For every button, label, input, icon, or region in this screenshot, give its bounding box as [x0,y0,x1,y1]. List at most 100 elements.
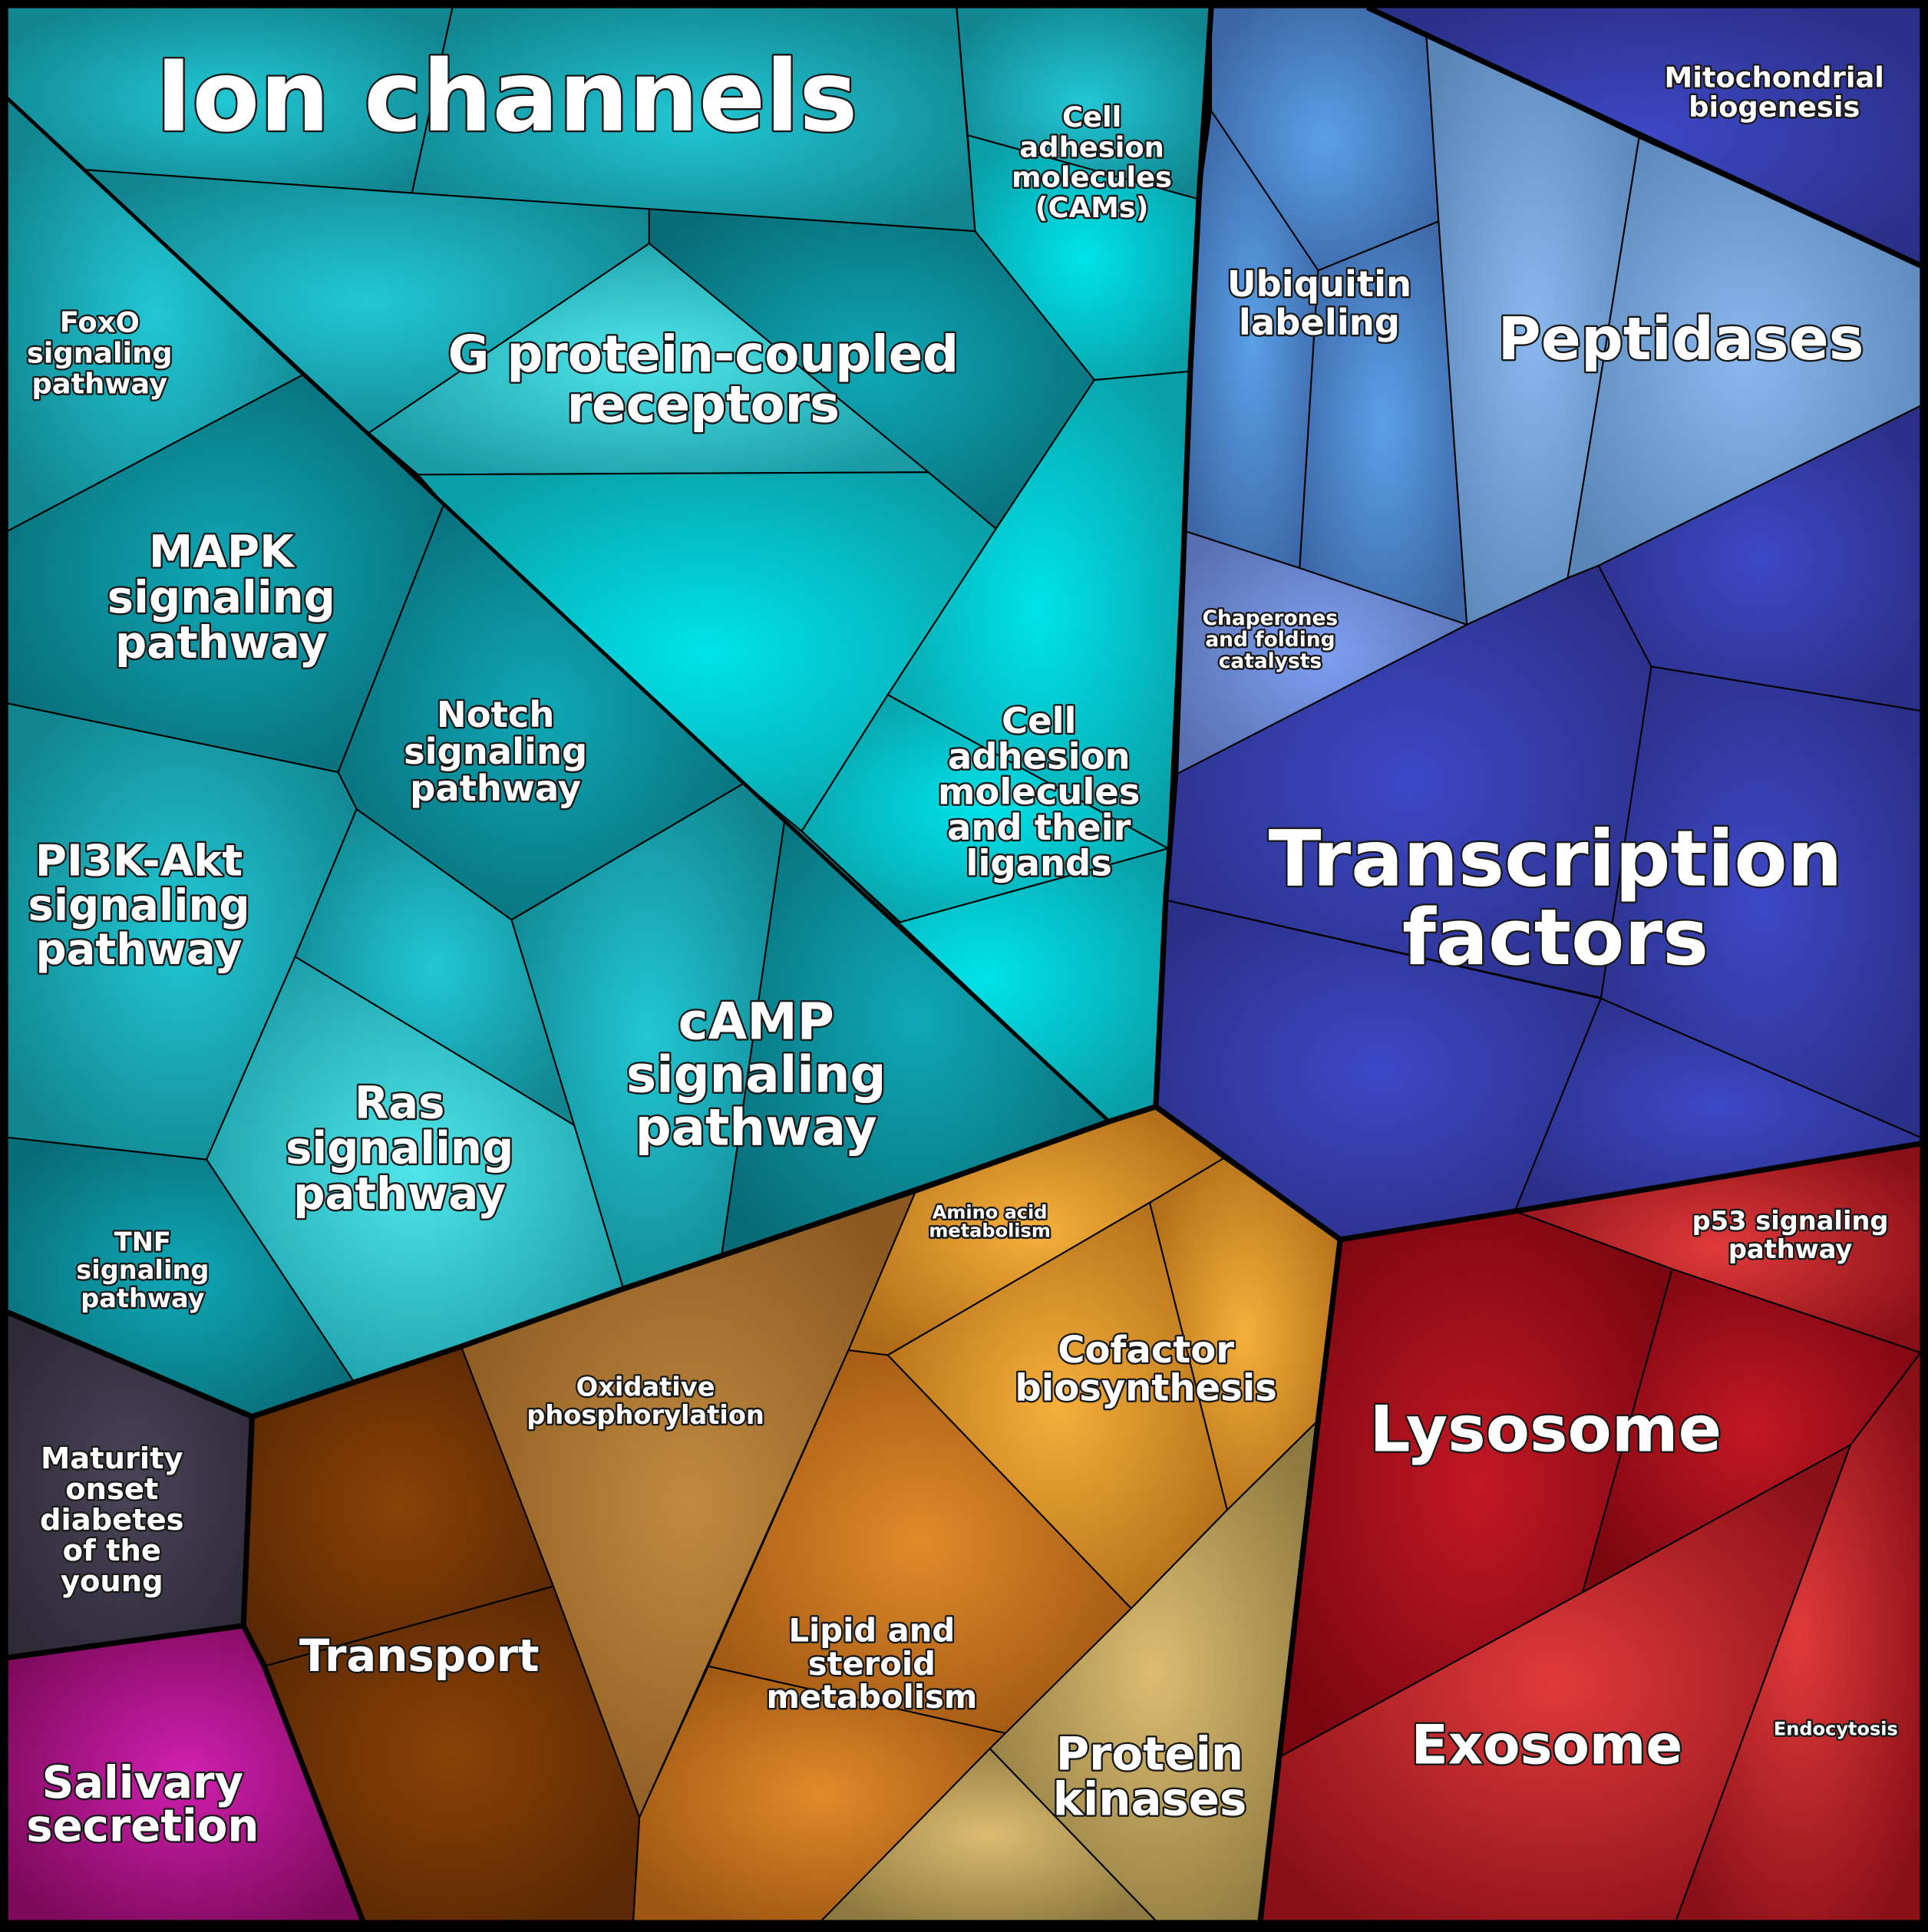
label-line: molecules [1012,161,1172,194]
label-line: G protein-coupled [448,325,959,384]
cluster-borders [6,5,1922,1922]
label-line: Oxidative [576,1372,715,1402]
label-line: and folding [1205,628,1335,652]
cluster-vesicle-transport [1259,1142,1922,1922]
cluster-protein-processing [1154,6,1922,1240]
label-line: signaling [404,731,587,772]
label-line: PI3K-Akt [35,837,243,887]
label-line: young [61,1564,163,1599]
label-ion-channels: Ion channels [156,40,858,154]
label-line: Protein [1056,1727,1243,1780]
label-line: Lysosome [1369,1392,1722,1466]
label-line: signaling [286,1122,513,1174]
label-endocytosis: Endocytosis [1774,1718,1898,1739]
label-line: MAPK [149,526,295,578]
label-line: (CAMs) [1035,191,1149,224]
label-line: factors [1402,892,1708,983]
label-line: Ras [355,1076,445,1128]
label-line: pathway [31,368,167,401]
label-line: molecules [938,771,1140,813]
label-line: FoxO [60,306,140,339]
label-line: onset [65,1472,158,1507]
label-line: Transcription [1269,813,1843,903]
label-line: Endocytosis [1774,1718,1898,1739]
label-line: receptors [567,376,840,434]
label-line: pathway [636,1099,877,1158]
label-line: TNF [114,1227,171,1257]
label-line: Mitochondrial [1665,61,1884,94]
label-line: pathway [293,1167,506,1220]
label-line: diabetes [40,1503,184,1537]
label-line: signaling [626,1046,886,1105]
label-line: Notch [437,694,555,735]
label-line: metabolism [766,1678,977,1716]
label-line: phosphorylation [527,1400,764,1430]
label-line: Ubiquitin [1227,263,1411,305]
label-line: Cell [1002,700,1076,741]
label-line: adhesion [1019,130,1164,163]
label-line: signaling [27,337,173,370]
label-line: Transport [299,1630,540,1682]
label-line: Chaperones [1203,606,1339,630]
label-line: pathway [115,616,328,669]
label-line: Salivary [42,1756,243,1808]
label-line: signaling [107,571,335,623]
label-line: steroid [808,1645,936,1683]
label-line: catalysts [1219,649,1322,673]
label-line: ligands [966,843,1112,884]
label-line: kinases [1053,1773,1247,1826]
label-line: Cofactor [1058,1329,1234,1372]
label-line: Maturity [41,1442,183,1476]
label-line: Amino acid [933,1202,1048,1224]
label-transport: Transport [299,1630,540,1682]
label-peptidases: Peptidases [1497,305,1864,374]
label-line: Lipid and [788,1612,955,1650]
label-lysosome: Lysosome [1369,1392,1722,1466]
label-line: adhesion [948,735,1131,777]
label-line: pathway [81,1283,204,1313]
label-line: pathway [35,925,242,975]
label-line: signaling [28,880,250,930]
label-line: secretion [26,1799,259,1851]
label-line: biosynthesis [1015,1367,1276,1410]
label-line: signaling [76,1255,209,1285]
label-exosome: Exosome [1411,1713,1683,1776]
label-line: Ion channels [156,40,858,154]
label-line: p53 signaling [1692,1206,1889,1236]
cluster-signaling [6,6,1213,1418]
label-line: Cell [1062,101,1121,134]
divider-teal-diagonal [5,97,1111,1123]
label-line: pathway [410,768,581,809]
label-line: of the [63,1534,161,1568]
label-line: metabolism [929,1220,1050,1242]
label-line: Peptidases [1497,305,1864,374]
label-line: and their [947,807,1131,848]
label-line: biogenesis [1689,91,1860,124]
label-line: Exosome [1411,1713,1683,1776]
cluster-metabolism [6,1105,1342,1922]
label-line: pathway [1728,1234,1852,1264]
